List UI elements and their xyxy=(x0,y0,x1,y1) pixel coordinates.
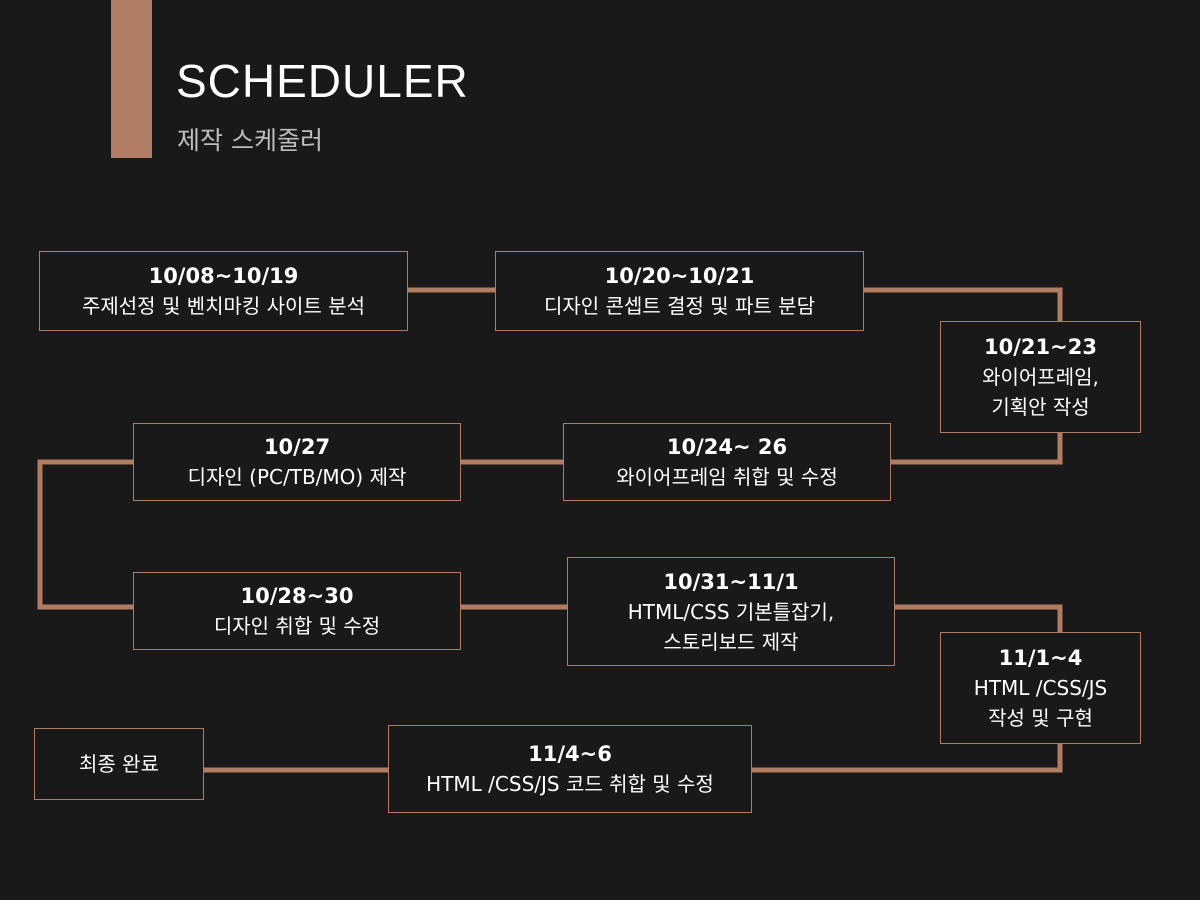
schedule-step-2: 10/20~10/21 디자인 콘셉트 결정 및 파트 분담 xyxy=(495,251,864,331)
page-title: SCHEDULER xyxy=(176,55,469,107)
step-date: 11/1~4 xyxy=(998,646,1083,670)
connector-3-4 xyxy=(890,432,1063,465)
step-description: 와이어프레임, 기획안 작성 xyxy=(982,365,1099,419)
step-description: 디자인 (PC/TB/MO) 제작 xyxy=(187,465,407,489)
step-description: 와이어프레임 취합 및 수정 xyxy=(616,465,838,489)
step-date: 10/21~23 xyxy=(984,335,1097,359)
schedule-step-final: 최종 완료 xyxy=(34,728,204,800)
page-subtitle: 제작 스케줄러 xyxy=(177,126,323,155)
schedule-step-9: 11/4~6 HTML /CSS/JS 코드 취합 및 수정 xyxy=(388,725,752,813)
step-date: 11/4~6 xyxy=(528,742,612,766)
step-date: 10/31~11/1 xyxy=(663,569,799,594)
step-description: 디자인 취합 및 수정 xyxy=(213,614,381,638)
step-description: HTML /CSS/JS 작성 및 구현 xyxy=(973,676,1108,730)
connector-5-6 xyxy=(37,459,133,610)
schedule-step-6: 10/28~30 디자인 취합 및 수정 xyxy=(133,572,461,650)
step-date: 10/08~10/19 xyxy=(148,264,299,288)
step-description: 최종 완료 xyxy=(79,752,159,776)
schedule-step-3: 10/21~23 와이어프레임, 기획안 작성 xyxy=(940,321,1141,433)
step-date: 10/28~30 xyxy=(240,584,354,608)
schedule-step-5: 10/27 디자인 (PC/TB/MO) 제작 xyxy=(133,423,461,501)
step-date: 10/20~10/21 xyxy=(604,264,755,288)
step-description: 디자인 콘셉트 결정 및 파트 분담 xyxy=(544,294,815,318)
step-description: HTML/CSS 기본틀잡기, 스토리보드 제작 xyxy=(627,599,835,654)
step-date: 10/27 xyxy=(263,435,331,459)
connector-2-3 xyxy=(863,287,1063,321)
step-description: HTML /CSS/JS 코드 취합 및 수정 xyxy=(426,772,714,796)
connector-7-8 xyxy=(894,604,1063,632)
step-description: 주제선정 및 벤치마킹 사이트 분석 xyxy=(81,294,366,318)
schedule-step-8: 11/1~4 HTML /CSS/JS 작성 및 구현 xyxy=(940,632,1141,744)
connector-8-9 xyxy=(751,743,1063,773)
step-date: 10/24~ 26 xyxy=(666,435,788,459)
schedule-step-4: 10/24~ 26 와이어프레임 취합 및 수정 xyxy=(563,423,891,501)
schedule-step-1: 10/08~10/19 주제선정 및 벤치마킹 사이트 분석 xyxy=(39,251,408,331)
accent-bar xyxy=(111,0,152,158)
schedule-step-7: 10/31~11/1 HTML/CSS 기본틀잡기, 스토리보드 제작 xyxy=(567,557,895,666)
